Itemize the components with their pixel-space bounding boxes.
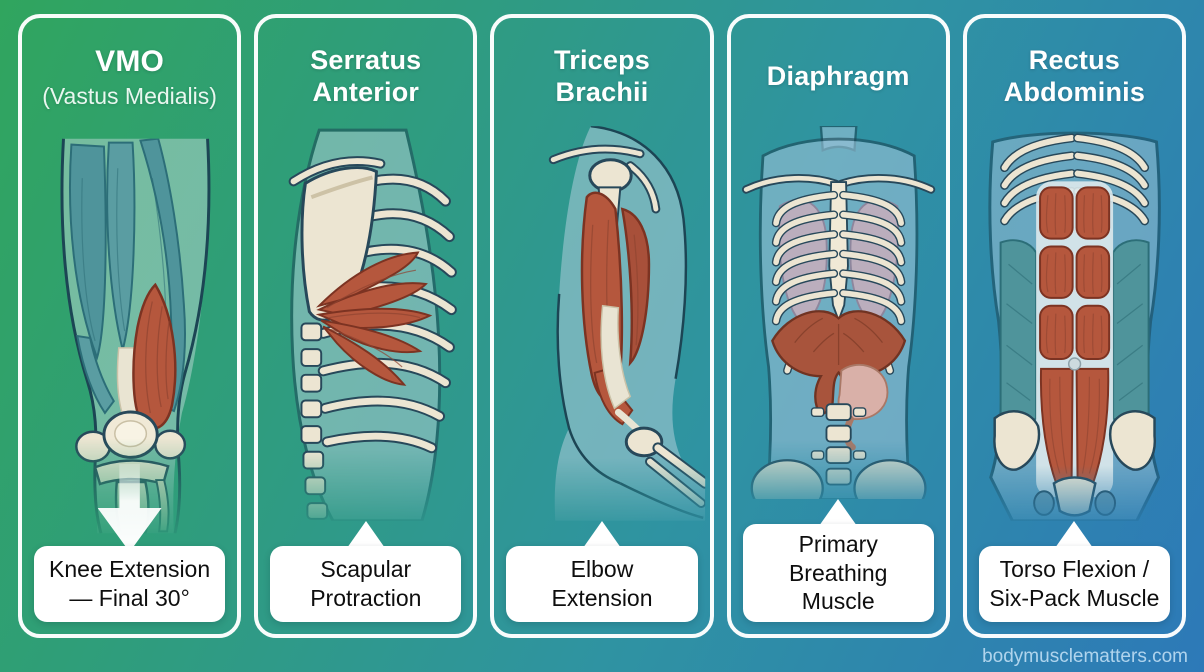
- panel-serratus-anterior: Serratus Anterior: [254, 14, 478, 638]
- illustration-area: [26, 126, 233, 552]
- label-area: Elbow Extension: [494, 521, 709, 634]
- watermark: bodymusclematters.com: [982, 646, 1188, 667]
- illustration-area: [262, 126, 469, 521]
- pointer-up-icon: [346, 521, 385, 548]
- illustration-area: [971, 126, 1178, 521]
- illustration-area: [735, 126, 942, 500]
- serratus-anterior-muscle: [315, 251, 433, 386]
- rectus-abdominis-muscle: [1038, 186, 1110, 491]
- panel-diaphragm: Diaphragm: [726, 14, 950, 638]
- label-area: Knee Extension — Final 30°: [22, 546, 237, 634]
- abdomen-rectus-illustration: [988, 131, 1161, 521]
- label-area: Primary Breathing Muscle: [731, 499, 946, 634]
- panel-title: Diaphragm: [766, 61, 910, 92]
- arm-triceps-illustration: [549, 126, 706, 521]
- panel-title: Triceps Brachii: [554, 45, 650, 107]
- panel-title: Serratus Anterior: [310, 45, 422, 107]
- panel-title: Rectus Abdominis: [1003, 45, 1146, 107]
- label-area: Torso Flexion / Six-Pack Muscle: [967, 521, 1182, 634]
- pointer-up-icon: [583, 521, 621, 548]
- panel-rectus-abdominis: Rectus Abdominis: [962, 14, 1187, 638]
- panel-title-wrap: Serratus Anterior: [258, 18, 473, 126]
- panel-row: VMO (Vastus Medialis): [18, 14, 1187, 638]
- muscle-function-label: Torso Flexion / Six-Pack Muscle: [978, 546, 1171, 622]
- illustration-area: [498, 126, 706, 521]
- panel-vmo: VMO (Vastus Medialis): [18, 14, 242, 638]
- pointer-up-icon: [1055, 521, 1094, 548]
- torso-diaphragm-illustration: [741, 126, 935, 500]
- panel-title-wrap: Diaphragm: [731, 18, 946, 126]
- ribcage-serratus-illustration: [288, 128, 458, 521]
- panel-title-wrap: Triceps Brachii: [494, 18, 709, 126]
- panel-title-wrap: VMO (Vastus Medialis): [22, 18, 237, 126]
- panel-title-wrap: Rectus Abdominis: [967, 18, 1182, 126]
- panel-triceps-brachii: Triceps Brachii: [490, 14, 714, 638]
- muscle-function-label: Primary Breathing Muscle: [742, 524, 934, 622]
- muscle-function-label: Elbow Extension: [506, 546, 698, 622]
- panel-subtitle: (Vastus Medialis): [42, 82, 217, 109]
- label-area: Scapular Protraction: [258, 521, 473, 634]
- muscle-function-label: Knee Extension — Final 30°: [34, 546, 226, 622]
- pointer-up-icon: [819, 499, 858, 527]
- muscle-function-label: Scapular Protraction: [270, 546, 462, 622]
- panel-title: VMO: [95, 45, 165, 79]
